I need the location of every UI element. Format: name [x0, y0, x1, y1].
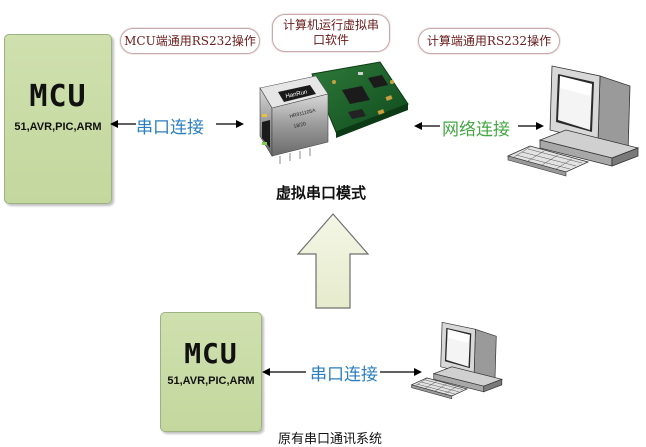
bottom-serial-arrow: [262, 368, 422, 376]
module-brand-text: HanRun: [285, 90, 308, 100]
virtual-software-line1: 计算机运行虚拟串: [282, 18, 379, 32]
upgrade-up-arrow: [296, 213, 370, 309]
network-label: 网络连接: [442, 120, 510, 140]
original-system-caption: 原有串口通讯系统: [278, 432, 383, 447]
virtual-software-line2: 口软件: [312, 33, 349, 47]
ethernet-module-image: HanRun HR911105A 18/20: [259, 61, 409, 164]
bottom-computer-icon: [410, 321, 503, 400]
top-mcu-box: MCU 51,AVR,PIC,ARM: [4, 34, 112, 204]
top-serial-label: 串口连接: [136, 118, 204, 138]
top-computer-icon: [506, 65, 640, 177]
bottom-serial-label: 串口连接: [310, 365, 378, 385]
virtual-mode-caption: 虚拟串口模式: [276, 184, 367, 202]
pc-side-label-text: 计算端通用RS232操作: [426, 34, 552, 48]
mcu-side-label-text: MCU端通用RS232操作: [124, 34, 256, 48]
bottom-mcu-subtitle: 51,AVR,PIC,ARM: [167, 375, 255, 387]
pc-side-label: 计算端通用RS232操作: [418, 28, 560, 54]
bottom-mcu-box: MCU 51,AVR,PIC,ARM: [160, 312, 262, 432]
virtual-software-label: 计算机运行虚拟串 口软件: [272, 14, 390, 52]
top-mcu-subtitle: 51,AVR,PIC,ARM: [14, 121, 102, 133]
module-code-text: 18/20: [293, 121, 307, 130]
bottom-mcu-title: MCU: [184, 337, 238, 370]
mcu-side-label: MCU端通用RS232操作: [120, 28, 260, 54]
top-serial-arrow: [110, 120, 244, 128]
top-mcu-title: MCU: [29, 79, 87, 114]
network-arrow: [414, 122, 544, 130]
